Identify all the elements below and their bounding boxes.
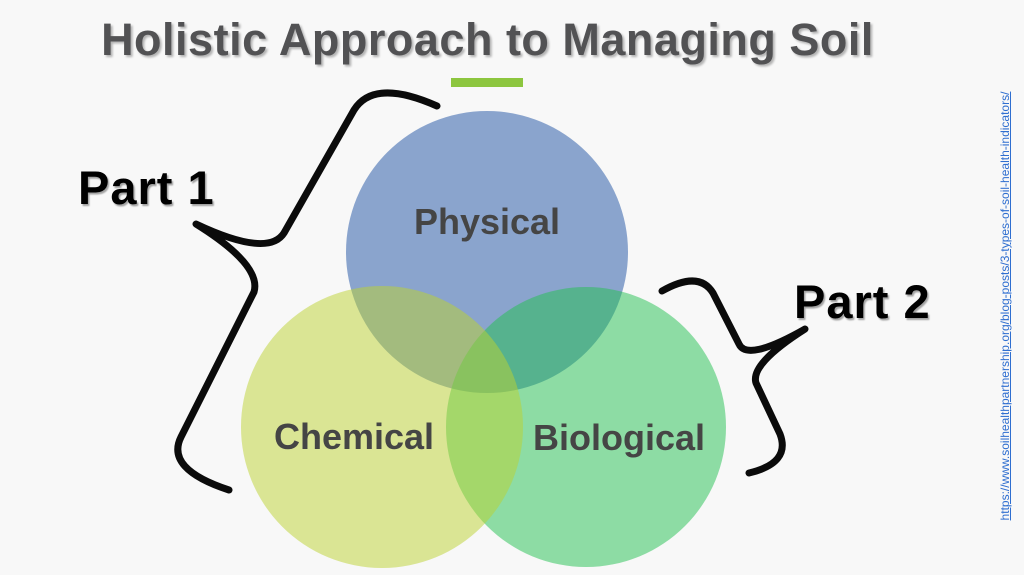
physical-label: Physical: [414, 201, 560, 242]
chemical-label: Chemical: [274, 416, 434, 457]
source-url-link[interactable]: https://www.soilhealthpartnership.org/bl…: [998, 91, 1012, 521]
source-url: https://www.soilhealthpartnership.org/bl…: [996, 56, 1012, 556]
part2-label: Part 2: [794, 275, 931, 328]
part1-brace: [174, 89, 441, 494]
chemical-circle: [241, 286, 523, 568]
biological-circle: [446, 287, 726, 567]
page-title: Holistic Approach to Managing Soil: [101, 14, 874, 65]
part2-brace: [658, 277, 809, 477]
part1-label: Part 1: [78, 161, 215, 214]
biological-label: Biological: [533, 417, 705, 458]
title-accent-bar: [451, 78, 523, 87]
